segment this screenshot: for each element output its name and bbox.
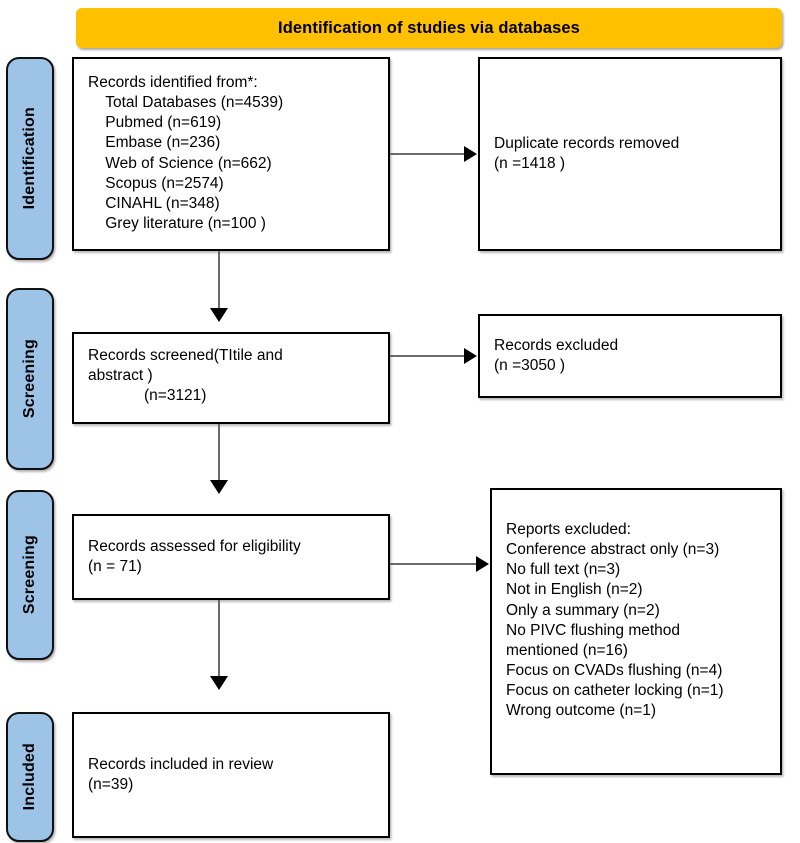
connector-identified-to-duplicates (390, 153, 466, 155)
connector-screened-to-assessed-arrowhead (210, 480, 228, 494)
connector-assessed-to-included-arrowhead (210, 676, 228, 690)
connector-assessed-to-reports-excluded (390, 563, 478, 565)
stage-tab-label: Screening (21, 339, 38, 419)
box-records-screened-text: Records screened(TItile and abstract ) (… (88, 347, 283, 405)
connector-identified-to-screened (218, 251, 220, 311)
stage-tab-screening-1: Screening (6, 288, 54, 470)
box-records-included: Records included in review (n=39) (72, 712, 390, 838)
connector-identified-to-duplicates-arrowhead (464, 146, 477, 162)
box-records-included-text: Records included in review (n=39) (88, 755, 274, 793)
box-records-excluded-text: Records excluded (n =3050 ) (494, 336, 619, 374)
connector-identified-to-screened-arrowhead (210, 308, 228, 322)
connector-screened-to-excluded (390, 355, 466, 357)
box-records-assessed-text: Records assessed for eligibility (n = 71… (88, 537, 301, 575)
stage-tab-identification: Identification (6, 57, 54, 260)
box-reports-excluded: Reports excluded: Conference abstract on… (490, 488, 782, 775)
box-records-identified-text: Records identified from*: Total Database… (88, 74, 284, 232)
box-records-assessed: Records assessed for eligibility (n = 71… (72, 514, 390, 600)
connector-screened-to-excluded-arrowhead (464, 348, 477, 364)
stage-tab-label: Screening (21, 535, 38, 615)
box-records-identified: Records identified from*: Total Database… (72, 57, 390, 251)
connector-screened-to-assessed (218, 424, 220, 483)
stage-tab-label: Identification (21, 107, 38, 210)
box-records-excluded: Records excluded (n =3050 ) (478, 314, 782, 398)
box-duplicate-records-removed: Duplicate records removed (n =1418 ) (478, 57, 782, 251)
box-records-screened: Records screened(TItile and abstract ) (… (72, 332, 390, 424)
connector-assessed-to-reports-excluded-arrowhead (476, 556, 489, 572)
box-duplicate-records-removed-text: Duplicate records removed (n =1418 ) (494, 134, 680, 172)
stage-tab-screening-2: Screening (6, 490, 54, 660)
diagram-header-banner: Identification of studies via databases (76, 8, 782, 48)
diagram-title: Identification of studies via databases (278, 18, 580, 37)
stage-tab-label: Included (21, 743, 38, 811)
connector-assessed-to-included (218, 600, 220, 679)
stage-tab-included: Included (6, 712, 54, 842)
box-reports-excluded-text: Reports excluded: Conference abstract on… (506, 521, 724, 720)
